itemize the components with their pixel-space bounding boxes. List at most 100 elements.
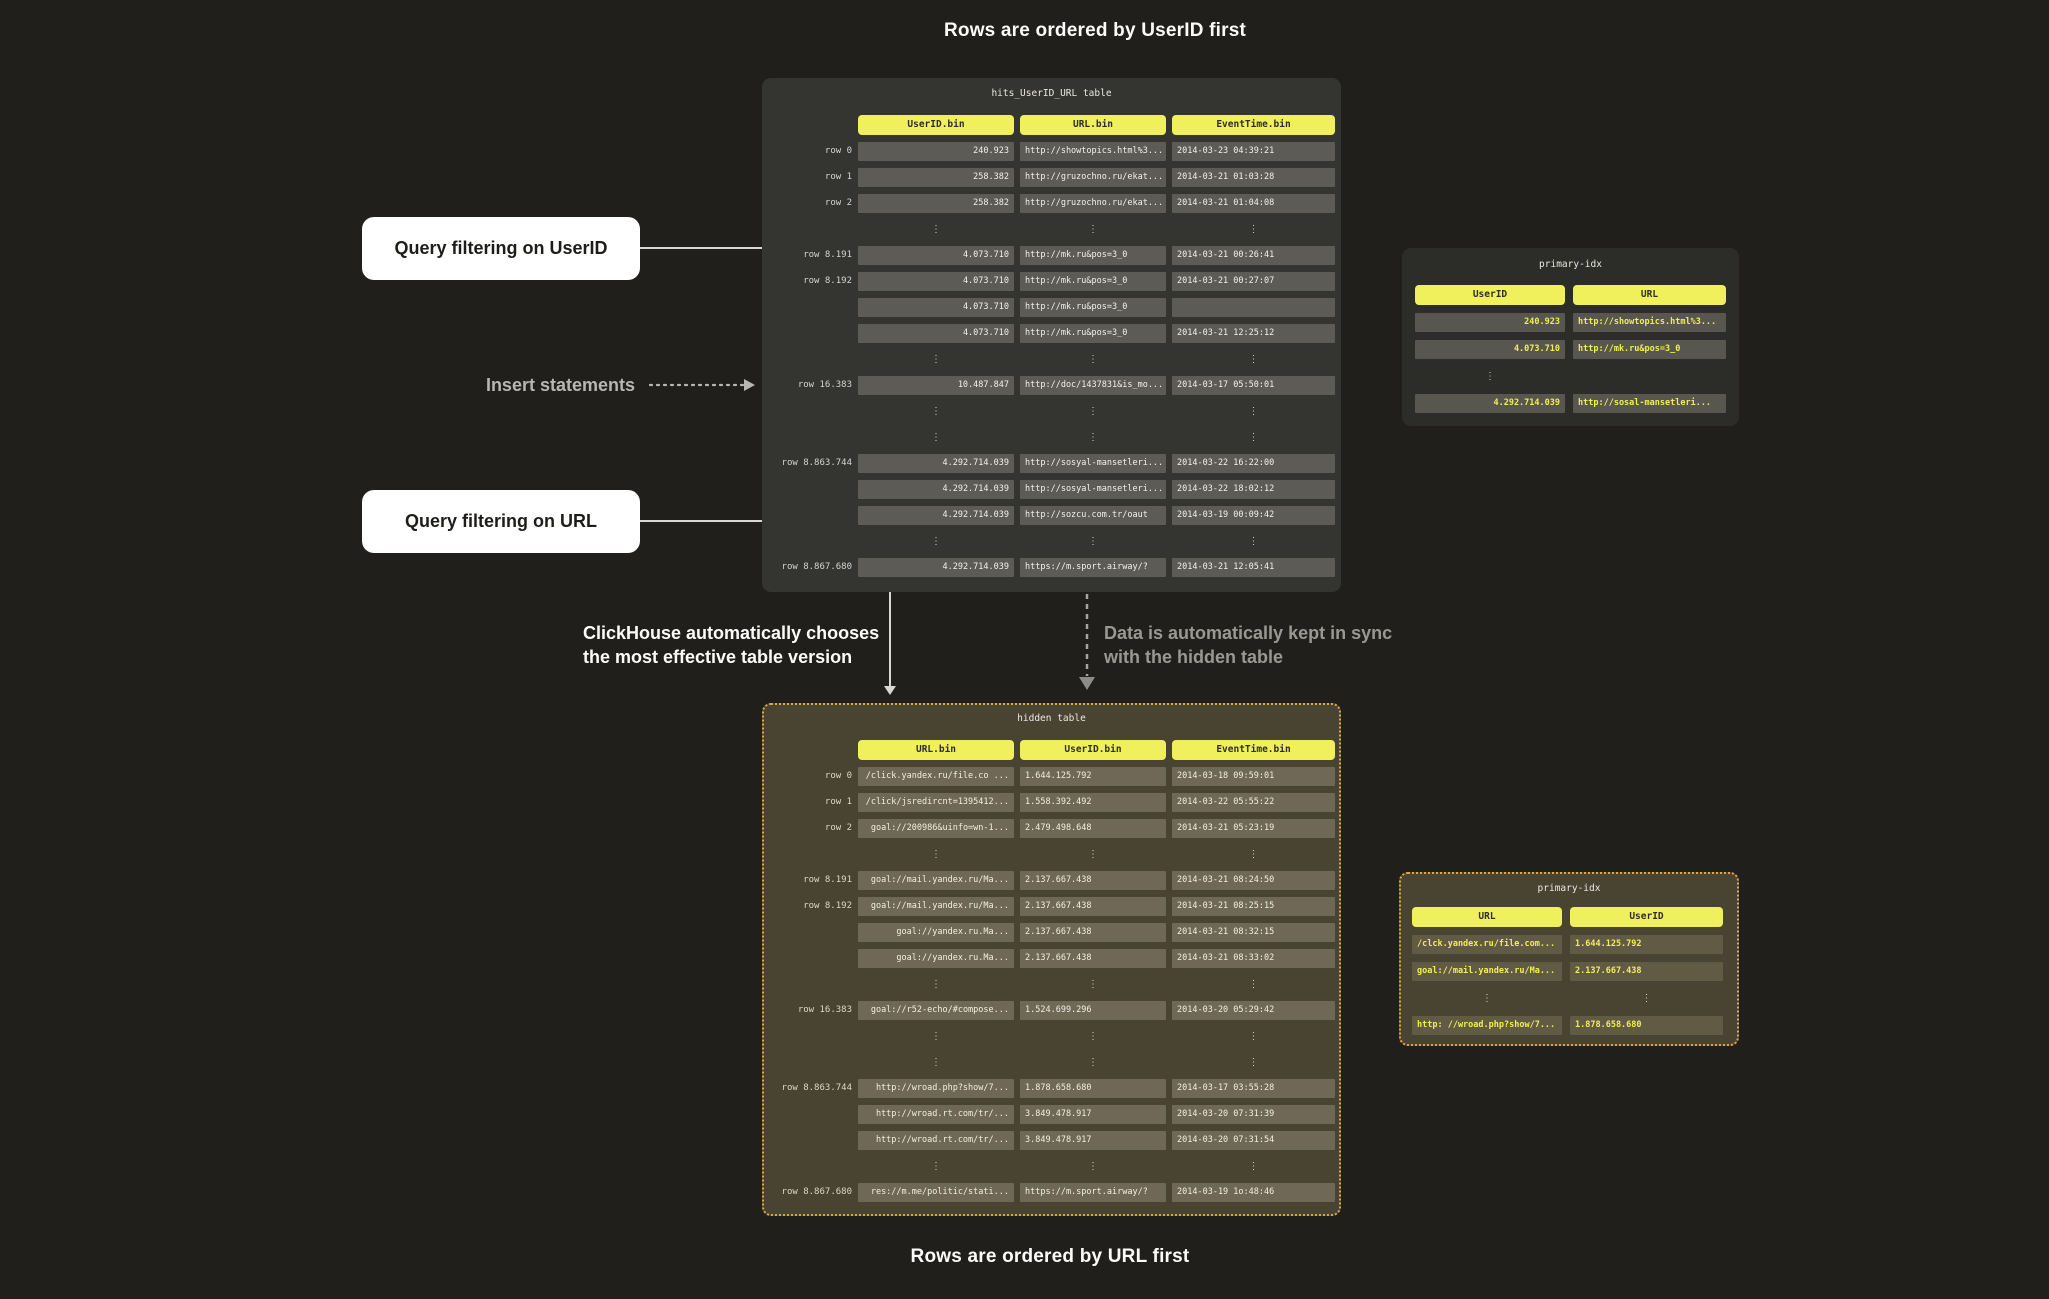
- data-cell: 2014-03-21 08:25:15: [1172, 897, 1335, 916]
- row-label: [768, 298, 852, 317]
- ellipsis-row: ⋮⋮⋮: [768, 428, 1335, 447]
- ellipsis-row: ⋮: [1415, 367, 1726, 386]
- data-cell: 240.923: [1415, 313, 1565, 332]
- data-cell: 2.137.667.438: [1020, 923, 1166, 942]
- ellipsis-row: ⋮⋮⋮: [768, 975, 1335, 994]
- data-cell: 10.487.847: [858, 376, 1014, 395]
- column-header: UserID: [1415, 285, 1565, 305]
- insert-statements-label: Insert statements: [485, 375, 635, 395]
- ellipsis-row: ⋮⋮: [1412, 989, 1726, 1008]
- data-cell: 2.137.667.438: [1020, 949, 1166, 968]
- row-label: [768, 402, 852, 421]
- ellipsis: ⋮: [1482, 993, 1492, 1004]
- data-cell: 4.292.714.039: [858, 506, 1014, 525]
- data-cell: /click.yandex.ru/file.co ...: [858, 767, 1014, 786]
- ellipsis-row: ⋮⋮⋮: [768, 845, 1335, 864]
- data-cell: https://m.sport.airway/?: [1020, 1183, 1166, 1202]
- table-row: row 0/click.yandex.ru/file.co ...1.644.1…: [768, 767, 1335, 786]
- ellipsis-row: ⋮⋮⋮: [768, 350, 1335, 369]
- ellipsis: ⋮: [1248, 1161, 1259, 1172]
- arrow-sync-dashed-icon: [1079, 594, 1095, 690]
- data-cell: 2014-03-17 03:55:28: [1172, 1079, 1335, 1098]
- ellipsis: [1573, 367, 1726, 386]
- ellipsis-row: ⋮⋮⋮: [768, 532, 1335, 551]
- column-header: UserID.bin: [1020, 740, 1166, 760]
- data-cell: 2014-03-21 00:27:07: [1172, 272, 1335, 291]
- ellipsis: ⋮: [1248, 354, 1259, 365]
- data-cell: http://mk.ru&pos=3_0: [1020, 298, 1166, 317]
- ellipsis: ⋮: [931, 1161, 941, 1172]
- column-header: URL: [1573, 285, 1726, 305]
- data-cell: 1.558.392.492: [1020, 793, 1166, 812]
- ellipsis: ⋮: [931, 432, 941, 443]
- data-cell: 2014-03-20 07:31:54: [1172, 1131, 1335, 1150]
- data-cell: 2.137.667.438: [1020, 871, 1166, 890]
- data-cell: http://sosyal-mansetleri...: [1020, 480, 1166, 499]
- primary-idx-url-title: primary-idx: [1537, 883, 1601, 894]
- data-cell: 2014-03-21 12:25:12: [1172, 324, 1335, 343]
- data-cell: http://mk.ru&pos=3_0: [1020, 246, 1166, 265]
- row-label: row 2: [824, 823, 852, 833]
- data-cell: goal://r52-echo/#compose...: [858, 1001, 1014, 1020]
- data-cell: 2.137.667.438: [1570, 962, 1723, 981]
- row-label: row 8.867.680: [781, 1187, 852, 1197]
- ellipsis: ⋮: [931, 224, 941, 235]
- data-cell: goal://yandex.ru.Ma...: [858, 923, 1014, 942]
- data-cell: http://sozcu.com.tr/oaut: [1020, 506, 1166, 525]
- row-label-spacer: [768, 115, 852, 135]
- data-cell: 4.073.710: [858, 272, 1014, 291]
- data-cell: 4.292.714.039: [858, 480, 1014, 499]
- data-cell: goal://mail.yandex.ru/Ma...: [858, 897, 1014, 916]
- data-cell: https://m.sport.airway/?: [1020, 558, 1166, 577]
- primary-idx-userid-title: primary-idx: [1539, 259, 1602, 270]
- row-label: [768, 1105, 852, 1124]
- data-cell: 2014-03-21 08:33:02: [1172, 949, 1335, 968]
- data-cell: 2.137.667.438: [1020, 897, 1166, 916]
- row-label: row 8.192: [803, 276, 852, 286]
- table-row: goal://mail.yandex.ru/Ma...2.137.667.438: [1412, 962, 1726, 981]
- ellipsis: ⋮: [931, 849, 941, 860]
- ellipsis-row: ⋮⋮⋮: [768, 1027, 1335, 1046]
- ellipsis: ⋮: [1088, 1161, 1098, 1172]
- row-label: [768, 1157, 852, 1176]
- data-cell: 1.878.658.680: [1570, 1016, 1723, 1035]
- row-label: row 8.863.744: [781, 458, 852, 468]
- data-cell: 2014-03-19 1o:48:46: [1172, 1183, 1335, 1202]
- data-cell: 240.923: [858, 142, 1014, 161]
- table-row: 4.292.714.039 http://sosyal-mansetleri...…: [768, 480, 1335, 499]
- data-cell: http://gruzochno.ru/ekat...: [1020, 168, 1166, 187]
- header-row: UserID URL: [1415, 285, 1726, 305]
- row-label: [768, 480, 852, 499]
- data-cell: 2014-03-20 07:31:39: [1172, 1105, 1335, 1124]
- row-label: [768, 324, 852, 343]
- ellipsis: ⋮: [931, 1057, 941, 1068]
- row-label: row 2: [824, 198, 852, 208]
- data-cell: http://sosyal-mansetleri...: [1020, 454, 1166, 473]
- data-cell: 258.382: [858, 168, 1014, 187]
- column-header: URL.bin: [1020, 115, 1166, 135]
- data-cell: 4.073.710: [1415, 340, 1565, 359]
- row-label: [768, 975, 852, 994]
- data-cell: 4.292.714.039: [1415, 394, 1565, 413]
- data-cell: 2014-03-22 16:22:00: [1172, 454, 1335, 473]
- data-cell: 1.524.699.296: [1020, 1001, 1166, 1020]
- row-label: [768, 923, 852, 942]
- hidden-table-title: hidden table: [1017, 713, 1086, 724]
- ellipsis: ⋮: [1485, 371, 1495, 382]
- row-label: [768, 1053, 852, 1072]
- data-cell: 4.073.710: [858, 246, 1014, 265]
- data-cell: [1172, 298, 1335, 317]
